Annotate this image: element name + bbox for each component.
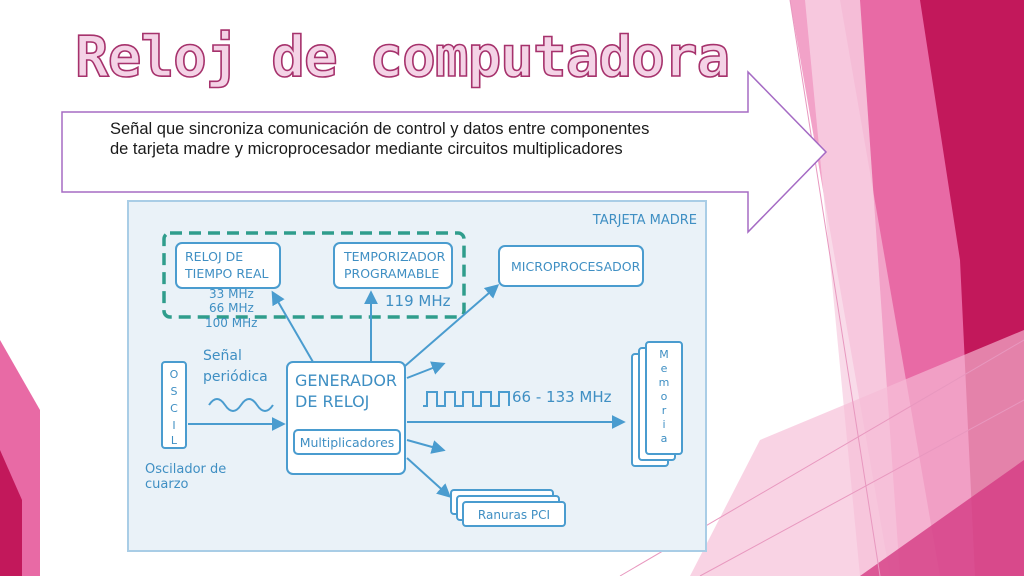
programmable-timer-box xyxy=(333,242,453,289)
bus-frequency-label: 66 - 133 MHz xyxy=(512,388,612,406)
osc-letter: L xyxy=(171,434,178,447)
memory-letter: a xyxy=(661,432,668,445)
multipliers-label: Multiplicadores xyxy=(300,435,395,450)
oscillator-box xyxy=(161,361,187,449)
osc-letter: O xyxy=(170,368,179,381)
timer-label-line2: PROGRAMABLE xyxy=(344,266,439,281)
microprocessor-label: MICROPROCESADOR xyxy=(511,259,641,274)
arrow-to-microprocessor xyxy=(404,284,500,367)
osc-letter: I xyxy=(172,419,175,432)
rtc-label-line1: RELOJ DE xyxy=(185,249,243,264)
arrow-short xyxy=(406,361,446,379)
multipliers-box xyxy=(293,429,401,455)
pci-slots-label: Ranuras PCI xyxy=(478,508,550,522)
freq-66mhz: 66 MHz xyxy=(209,301,254,315)
timer-label-line1: TEMPORIZADOR xyxy=(343,249,446,264)
description-text: Señal que sincroniza comunicación de con… xyxy=(110,120,650,158)
slide-title: Reloj de computadora xyxy=(74,25,731,90)
memory-letter: i xyxy=(662,418,665,431)
osc-letter: S xyxy=(171,385,178,398)
thin-line xyxy=(699,399,1024,576)
thin-line xyxy=(789,0,881,576)
osc-letter: C xyxy=(170,402,178,415)
arrow-to-pci xyxy=(406,457,452,498)
freq-33mhz: 33 MHz xyxy=(209,287,254,301)
memory-letter: m xyxy=(659,376,670,389)
memory-letter: e xyxy=(661,362,668,375)
memory-letter: o xyxy=(661,390,668,403)
memory-module-front xyxy=(645,341,683,455)
oscillator-caption-line1: Oscilador de xyxy=(145,462,226,477)
pink-triangle-corner xyxy=(860,460,1024,576)
pink-triangle-bottom xyxy=(690,330,1024,576)
callout-arrow-shape xyxy=(61,70,828,234)
arrow-short xyxy=(406,439,446,454)
motherboard-diagram: TARJETA MADRE RELOJ DE TIEMPO REAL TEMPO… xyxy=(127,200,707,552)
timing-group-dashed-box xyxy=(162,231,466,319)
rtc-label-line2: TIEMPO REAL xyxy=(184,266,268,281)
freq-119mhz: 119 MHz xyxy=(385,292,451,310)
memory-letter: M xyxy=(659,348,669,361)
microprocessor-box xyxy=(498,245,644,287)
memory-letter: r xyxy=(662,404,667,417)
pink-band-left-dark xyxy=(0,450,22,576)
oscillator-caption-line2: cuarzo xyxy=(145,477,189,492)
real-time-clock-box xyxy=(175,242,281,289)
generator-label-line2: DE RELOJ xyxy=(295,392,369,411)
board-label: TARJETA MADRE xyxy=(592,213,697,228)
sine-wave-icon xyxy=(208,398,274,412)
signal-label-line2: periódica xyxy=(203,369,268,385)
arrow-to-rtc xyxy=(271,290,314,363)
freq-100mhz: 100 MHz xyxy=(205,316,257,330)
square-wave-icon xyxy=(423,391,510,407)
generator-label-line1: GENERADOR xyxy=(295,371,397,390)
signal-label-line1: Señal xyxy=(203,348,242,364)
pci-slot-front xyxy=(462,501,566,527)
